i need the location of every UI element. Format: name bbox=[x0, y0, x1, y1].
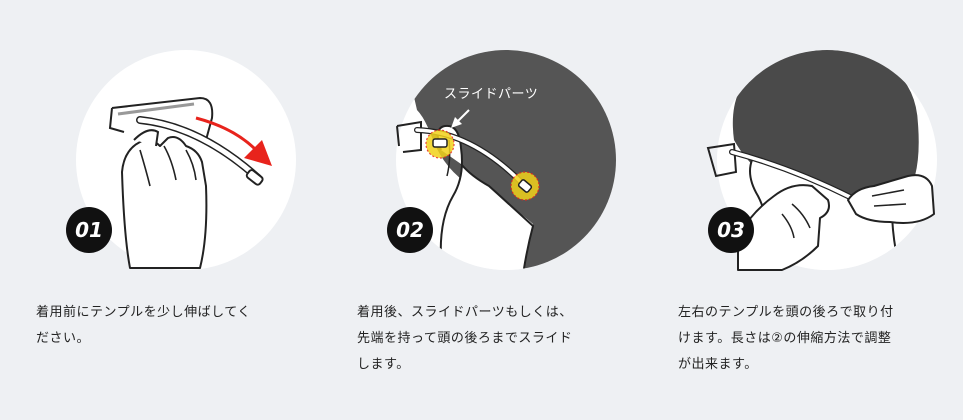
step-2-illustration bbox=[396, 50, 616, 270]
right-hand-icon bbox=[847, 174, 935, 224]
step-1-illustration bbox=[76, 50, 296, 270]
left-hand-icon bbox=[737, 184, 830, 271]
hair-icon bbox=[401, 50, 616, 270]
slide-part-highlight bbox=[425, 129, 455, 159]
hand-icon bbox=[121, 129, 208, 269]
step-1-badge: 01 bbox=[66, 207, 112, 253]
step-3: 03 左右のテンプルを頭の後ろで取り付 けます。長さは②の伸縮方法で調整 が出来… bbox=[642, 0, 962, 420]
glasses-icon bbox=[396, 120, 524, 185]
step-2: スライドパーツ 02 着用後、スライドパーツもしくは、 先端を持って頭の後ろまで… bbox=[321, 0, 641, 420]
slide-part-label: スライドパーツ bbox=[444, 87, 539, 102]
temple-tip-highlight bbox=[510, 171, 540, 201]
step-1-caption: 着用前にテンプルを少し伸ばしてく ださい。 bbox=[36, 305, 251, 346]
glasses-icon bbox=[706, 142, 855, 201]
step-3-illustration bbox=[706, 50, 937, 271]
step-2-badge: 02 bbox=[387, 207, 433, 253]
arrow-right-icon bbox=[195, 116, 272, 166]
ear-neck-icon bbox=[436, 124, 535, 270]
step-3-caption: 左右のテンプルを頭の後ろで取り付 けます。長さは②の伸縮方法で調整 が出来ます。 bbox=[678, 305, 894, 372]
step-3-badge: 03 bbox=[708, 207, 754, 253]
arrow-down-left-icon bbox=[451, 109, 470, 128]
step-1: 01 着用前にテンプルを少し伸ばしてく ださい。 bbox=[0, 0, 320, 420]
glasses-icon bbox=[108, 96, 264, 186]
step-2-caption: 着用後、スライドパーツもしくは、 先端を持って頭の後ろまでスライド します。 bbox=[357, 305, 573, 372]
